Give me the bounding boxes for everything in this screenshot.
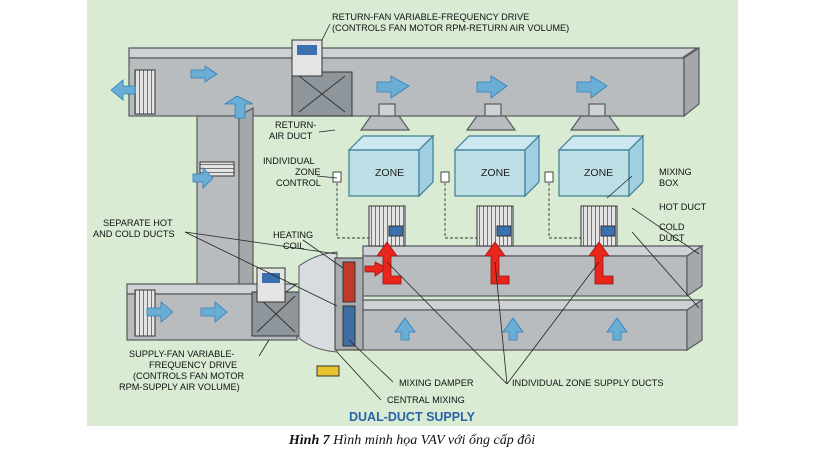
label-heating-coil-line2: COIL <box>283 241 304 251</box>
arrow-exhaust <box>110 79 136 101</box>
label-central-mixing: CENTRAL MIXING <box>387 395 465 405</box>
arrow-hot-zone-3 <box>588 241 614 285</box>
label-separate-ducts-line1: SEPARATE HOT <box>103 218 173 228</box>
zone-control-lines <box>332 171 581 239</box>
label-zone-control-line1: INDIVIDUAL <box>263 156 315 166</box>
supply-vfd-display <box>262 273 280 283</box>
label-supply-fan-vfd-line4: RPM-SUPPLY AIR VOLUME) <box>119 382 240 392</box>
zone-label-3: ZONE <box>584 167 613 179</box>
arrow-hot-inlet <box>364 261 388 277</box>
return-fan <box>291 71 353 117</box>
zone-box-3: ZONE <box>557 134 645 198</box>
exhaust-louver <box>134 69 156 115</box>
arrow-return-6 <box>192 167 214 189</box>
arrow-return-5 <box>576 75 608 99</box>
arrow-return-4 <box>476 75 508 99</box>
caption-prefix: Hình 7 <box>288 433 330 448</box>
label-mixing-damper: MIXING DAMPER <box>399 378 474 388</box>
mixing-louver <box>199 161 235 177</box>
cooling-coil <box>342 305 356 347</box>
label-zone-control-line2: ZONE <box>295 167 321 177</box>
arrow-cold-2 <box>502 317 524 341</box>
vav-dual-duct-diagram: ZONE ZONE ZONE <box>87 0 738 426</box>
label-supply-fan-vfd-line1: SUPPLY-FAN VARIABLE- <box>129 349 235 359</box>
caption-text: Hình minh họa VAV với ống cấp đôi <box>329 433 536 448</box>
arrow-return-1 <box>190 65 218 83</box>
zone-label-1: ZONE <box>375 167 404 179</box>
label-hot-duct: HOT DUCT <box>659 202 707 212</box>
zone-box-2: ZONE <box>453 134 541 198</box>
damper-actuator <box>316 365 340 377</box>
arrow-cold-3 <box>606 317 628 341</box>
label-separate-ducts-line2: AND COLD DUCTS <box>93 229 175 239</box>
arrow-hot-zone-2 <box>484 241 510 285</box>
return-vfd-display <box>297 45 317 55</box>
leader-lines <box>184 23 700 401</box>
hot-duct <box>362 244 704 298</box>
heating-coil <box>342 261 356 303</box>
figure-caption: Hình 7 Hình minh họa VAV với ống cấp đôi <box>0 433 824 449</box>
label-mixing-box-line2: BOX <box>659 178 678 188</box>
diagram-title: DUAL-DUCT SUPPLY <box>349 410 476 424</box>
mixing-boxes <box>368 205 618 247</box>
label-heating-coil-line1: HEATING <box>273 230 313 240</box>
air-flow-arrows <box>110 65 628 341</box>
arrow-supply-1 <box>146 301 174 323</box>
cold-duct <box>362 298 704 352</box>
arrow-supply-2 <box>200 301 228 323</box>
label-return-air-duct-line1: RETURN- <box>275 120 316 130</box>
label-mixing-box-line1: MIXING <box>659 167 692 177</box>
label-cold-duct-line2: DUCT <box>659 233 685 243</box>
label-supply-fan-vfd-line3: (CONTROLS FAN MOTOR <box>133 371 244 381</box>
label-zone-supply-ducts: INDIVIDUAL ZONE SUPPLY DUCTS <box>512 378 663 388</box>
label-supply-fan-vfd-line2: FREQUENCY DRIVE <box>149 360 237 370</box>
label-return-air-duct-line2: AIR DUCT <box>269 131 313 141</box>
label-return-fan-vfd-line1: RETURN-FAN VARIABLE-FREQUENCY DRIVE <box>332 12 529 22</box>
arrow-return-2 <box>223 95 254 119</box>
zone-label-2: ZONE <box>481 167 510 179</box>
arrow-hot-zone-1 <box>376 241 402 285</box>
label-cold-duct-line1: COLD <box>659 222 685 232</box>
label-return-fan-vfd-line2: (CONTROLS FAN MOTOR RPM-RETURN AIR VOLUM… <box>332 23 569 33</box>
arrow-return-3 <box>376 75 410 99</box>
zone-box-1: ZONE <box>347 134 435 198</box>
arrow-cold-1 <box>394 317 416 341</box>
label-zone-control-line3: CONTROL <box>276 178 321 188</box>
hot-air-arrows <box>364 241 614 285</box>
diagram-canvas: ZONE ZONE ZONE <box>93 12 707 424</box>
central-mixing-unit <box>298 251 364 377</box>
zone-return-drops <box>359 103 621 131</box>
